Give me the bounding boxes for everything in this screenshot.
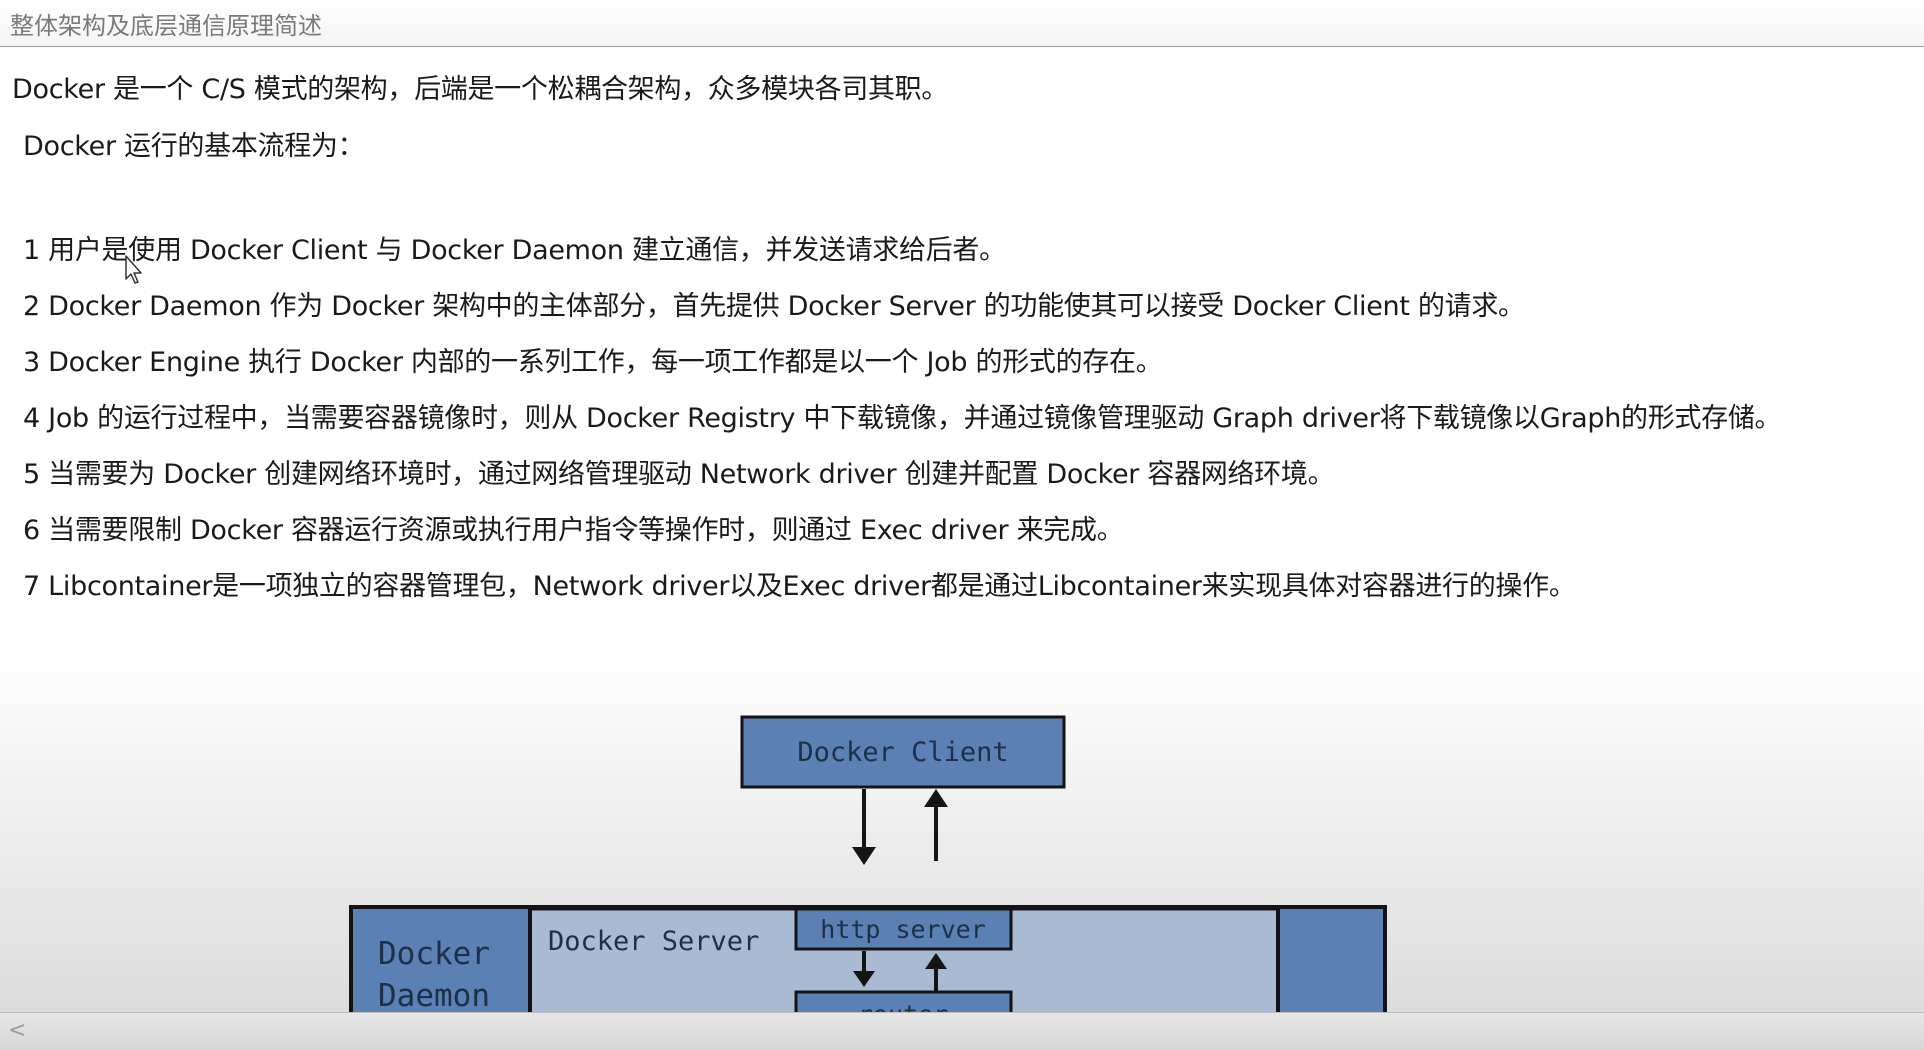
flow-step-5: 5 当需要为 Docker 创建网络环境时，通过网络管理驱动 Network d…: [23, 459, 1335, 490]
flow-step-7: 7 Libcontainer是一项独立的容器管理包，Network driver…: [23, 571, 1576, 602]
mouse-pointer-icon: [125, 255, 142, 284]
flow-step-4: 4 Job 的运行过程中，当需要容器镜像时，则从 Docker Registry…: [23, 403, 1782, 434]
flow-step-3: 3 Docker Engine 执行 Docker 内部的一系列工作，每一项工作…: [23, 347, 1163, 378]
http-server-label: http server: [820, 915, 986, 944]
docker-client-label: Docker Client: [797, 737, 1008, 768]
docker-client-box: [740, 715, 1066, 789]
architecture-diagram: Docker Client Docker Daemon Docker Serve…: [349, 715, 1387, 1012]
window-title: 整体架构及底层通信原理简述: [10, 12, 322, 40]
arrowhead-up-1: [924, 789, 948, 807]
docker-daemon-label-line1: Docker: [378, 936, 490, 972]
intro-paragraph: Docker 是一个 C/S 模式的架构，后端是一个松耦合架构，众多模块各司其职…: [12, 74, 949, 105]
flow-step-1: 1 用户是使用 Docker Client 与 Docker Daemon 建立…: [23, 235, 1006, 266]
chevron-left-icon[interactable]: <: [8, 1018, 27, 1043]
router-label: router: [858, 1000, 948, 1012]
window-titlebar: 整体架构及底层通信原理简述: [0, 0, 1924, 47]
flow-step-6: 6 当需要限制 Docker 容器运行资源或执行用户指令等操作时，则通过 Exe…: [23, 515, 1124, 546]
docker-daemon-label-line2: Daemon: [378, 978, 490, 1012]
arrowhead-up-2: [925, 953, 947, 969]
flow-step-2: 2 Docker Daemon 作为 Docker 架构中的主体部分，首先提供 …: [23, 291, 1525, 322]
router-box: [794, 990, 1013, 1012]
http-server-box: [794, 907, 1013, 951]
flow-heading: Docker 运行的基本流程为：: [23, 131, 365, 162]
arrowhead-down-1: [852, 847, 876, 865]
document-content[interactable]: Docker 是一个 C/S 模式的架构，后端是一个松耦合架构，众多模块各司其职…: [0, 47, 1924, 1012]
arrowhead-down-2: [853, 971, 875, 987]
horizontal-scrollbar[interactable]: <: [0, 1012, 1924, 1050]
docker-server-label: Docker Server: [548, 926, 759, 957]
